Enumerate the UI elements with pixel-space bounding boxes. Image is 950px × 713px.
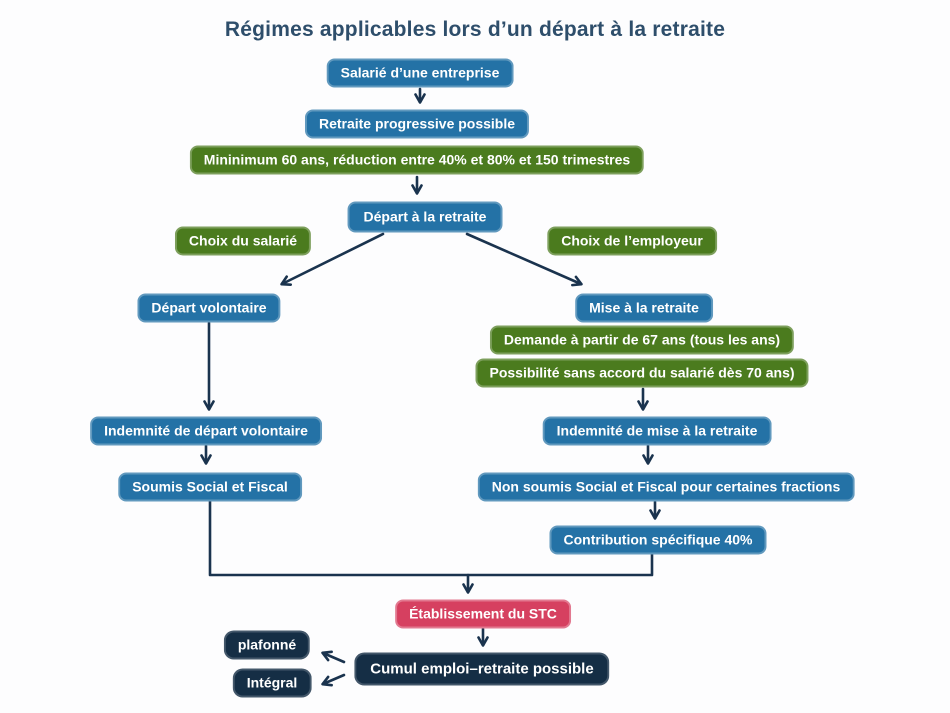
arrow-cumul-to-plafonne	[321, 650, 346, 664]
node-indemnite-depart-volontaire: Indemnité de départ volontaire	[90, 416, 322, 446]
node-choix-de-l-employeur: Choix de l’employeur	[547, 226, 717, 256]
node-depart-a-la-retraite: Départ à la retraite	[347, 201, 503, 233]
page-title: Régimes applicables lors d’un départ à l…	[224, 18, 726, 41]
node-choix-du-salarie: Choix du salarié	[174, 226, 312, 256]
node-cumul-emploi-retraite: Cumul emploi–retraite possible	[354, 652, 610, 686]
node-retraite-progressive: Retraite progressive possible	[304, 109, 530, 139]
node-demande-67-ans: Demande à partir de 67 ans (tous les ans…	[489, 325, 795, 355]
node-integral: Intégral	[232, 668, 312, 698]
node-mise-a-la-retraite: Mise à la retraite	[575, 293, 713, 323]
node-etablissement-stc: Établissement du STC	[395, 599, 571, 629]
node-indemnite-mise-retraite: Indemnité de mise à la retraite	[542, 416, 772, 446]
node-non-soumis-social-fiscal: Non soumis Social et Fiscal pour certain…	[477, 472, 855, 502]
node-depart-volontaire: Départ volontaire	[137, 293, 281, 323]
node-soumis-social-fiscal: Soumis Social et Fiscal	[118, 472, 302, 502]
node-possibilite-70-ans: Possibilité sans accord du salarié dès 7…	[475, 358, 809, 388]
node-minimum-60-ans: Mininimum 60 ans, réduction entre 40% et…	[189, 145, 645, 175]
arrow-cumul-to-integral	[321, 673, 346, 687]
node-contribution-specifique-40: Contribution spécifique 40%	[549, 525, 767, 555]
node-plafonne: plafonné	[223, 630, 311, 660]
node-salarie-entreprise: Salarié d’une entreprise	[326, 58, 514, 88]
